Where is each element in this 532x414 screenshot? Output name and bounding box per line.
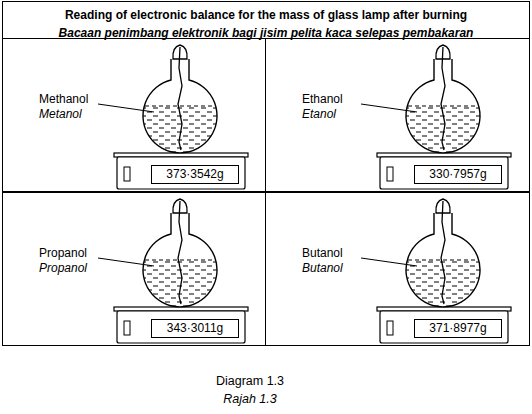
balance-display: 373·3542g	[151, 165, 239, 184]
alcohol-label: Methanol	[39, 92, 88, 107]
lamp-panel: EthanolEtanol 330·7957g	[265, 38, 530, 192]
alcohol-label: Butanol	[302, 246, 343, 261]
balance-display: 371·8977g	[414, 319, 502, 338]
label: Rajah 1.3	[223, 391, 277, 407]
mass-reading: 330·7957g	[429, 167, 486, 181]
header-row: Reading of electronic balance for the ma…	[2, 1, 530, 39]
lamp-on-balance	[98, 199, 248, 343]
alcohol-label: Propanol	[39, 246, 87, 261]
lamp-panel: ButanolButanol 371·8977g	[265, 192, 530, 346]
alcohol-label: Propanol	[39, 261, 87, 276]
lamp-on-balance	[361, 45, 511, 189]
caption: Diagram 1.3	[150, 373, 350, 389]
title: Reading of electronic balance for the ma…	[65, 8, 467, 23]
mass-reading: 343·3011g	[167, 321, 224, 335]
balance-display: 343·3011g	[151, 319, 239, 338]
alcohol-label: Ethanol	[302, 92, 343, 107]
alcohol-label: Butanol	[302, 261, 343, 276]
balance-display: 330·7957g	[414, 165, 502, 184]
alcohol-label: Etanol	[302, 107, 343, 122]
lamp-on-balance	[98, 45, 248, 189]
mass-reading: 371·8977g	[429, 321, 486, 335]
mass-reading: 373·3542g	[166, 167, 223, 181]
lamp-panel: PropanolPropanol 343·3011g	[2, 192, 266, 346]
lamp-panel: MethanolMetanol 373·3542g	[2, 38, 266, 192]
alcohol-label: Metanol	[39, 107, 88, 122]
lamp-on-balance	[361, 199, 511, 343]
caption-block: Diagram 1.3Rajah 1.3	[150, 373, 350, 407]
